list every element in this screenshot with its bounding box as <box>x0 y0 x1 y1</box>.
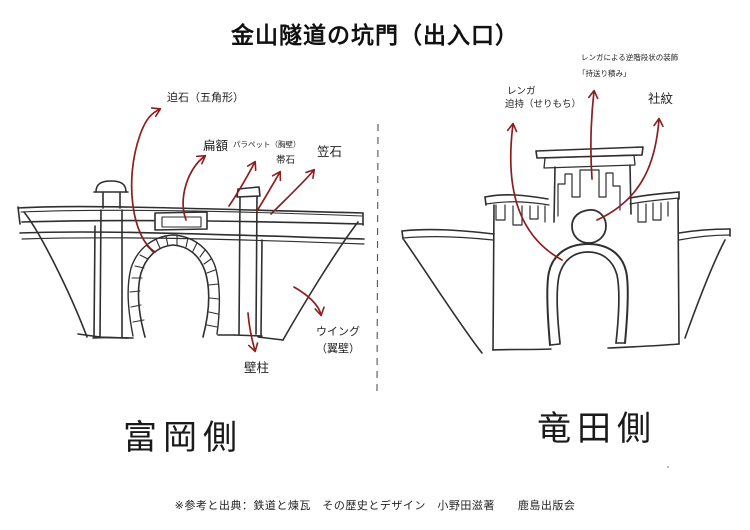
arrow-parapet <box>228 160 257 207</box>
label-kasaishi: 笠石 <box>317 144 343 159</box>
label-seriishi: 迫石（五角形） <box>167 91 244 104</box>
arrow-mochiokuri <box>587 89 599 180</box>
left-portal-drawing <box>17 180 365 341</box>
label-shamon: 社紋 <box>648 91 674 106</box>
arrow-seriishi <box>130 107 162 253</box>
arrow-shamon <box>596 117 664 221</box>
label-parapet: パラペット（胸壁） <box>233 140 301 149</box>
label-corbel-line1: レンガによる逆階段状の装飾 <box>581 53 679 62</box>
annotation-arrows <box>130 89 664 353</box>
arrow-hekichu <box>247 312 259 353</box>
page-title: 金山隧道の坑門（出入口） <box>231 23 519 49</box>
label-corbel-line2: 「持送り積み」 <box>578 69 631 78</box>
arrow-kasaishi <box>270 168 316 215</box>
label-hengaku: 扁額 <box>203 138 229 153</box>
arrow-wing <box>293 286 325 317</box>
label-wing-line2: （翼壁） <box>316 342 360 355</box>
right-portal-drawing <box>401 146 731 354</box>
panel-divider-line <box>376 123 379 393</box>
arrow-serimochi <box>506 122 563 261</box>
label-serimochi: 迫持（せりもち） <box>505 99 582 110</box>
label-renga: レンガ <box>507 86 536 97</box>
arrow-hengaku <box>182 154 207 221</box>
reference-note: ※参考と出典：鉄道と煉瓦 その歴史とデザイン 小野田滋著 鹿島出版会 <box>174 499 576 512</box>
label-obiishi: 帯石 <box>276 155 296 166</box>
pen-speck <box>667 466 669 468</box>
label-wing-line1: ウイング <box>316 325 360 338</box>
caption-tatsuta-side: 竜田側 <box>537 409 657 449</box>
label-hekichu: 壁柱 <box>244 360 270 375</box>
arrow-obiishi <box>256 170 282 212</box>
caption-tomioka-side: 富岡側 <box>123 418 243 458</box>
